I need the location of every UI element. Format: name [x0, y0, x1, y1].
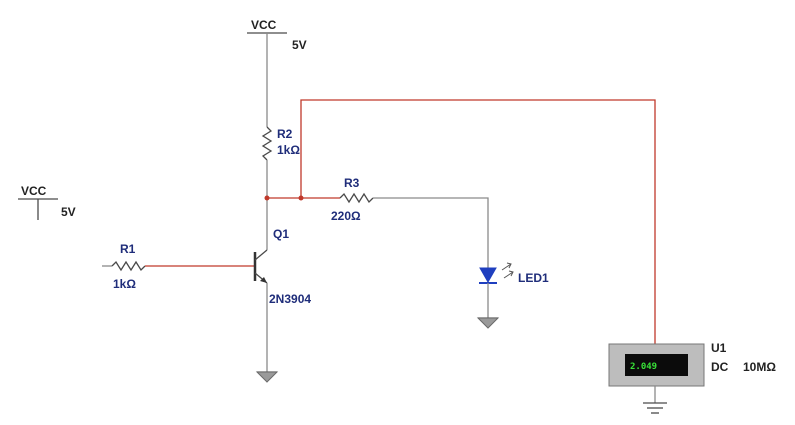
ground-emitter	[255, 371, 279, 383]
r1-name: R1	[120, 242, 136, 256]
collector-node-wires	[264, 99, 656, 348]
vcc-left-label: VCC	[21, 184, 47, 198]
ground-led	[476, 317, 500, 329]
r1-value: 1kΩ	[113, 277, 136, 291]
q1-name: Q1	[273, 227, 289, 241]
multimeter-u1: 2.049 U1 DC 10MΩ	[608, 341, 776, 403]
vcc-top-value: 5V	[292, 38, 307, 52]
meter-reading: 2.049	[630, 362, 657, 372]
vcc-top-label: VCC	[251, 18, 277, 32]
led-led1: LED1	[479, 262, 549, 318]
r3-name: R3	[344, 176, 360, 190]
r3-value: 220Ω	[331, 209, 361, 223]
led1-name: LED1	[518, 271, 549, 285]
q1-model: 2N3904	[269, 292, 311, 306]
ground-meter	[643, 402, 667, 414]
junction-dot	[264, 195, 270, 201]
r2-name: R2	[277, 127, 293, 141]
meter-body	[608, 343, 705, 387]
vcc-top-source: VCC 5V	[247, 18, 307, 127]
meter-display	[625, 354, 688, 376]
u1-mode: DC	[711, 360, 729, 374]
u1-impedance: 10MΩ	[743, 360, 776, 374]
vcc-left-source: VCC 5V	[18, 184, 76, 220]
u1-name: U1	[711, 341, 727, 355]
r2-value: 1kΩ	[277, 143, 300, 157]
resistor-r2: R2 1kΩ	[261, 126, 300, 198]
transistor-q1: Q1 2N3904	[253, 227, 311, 372]
resistor-r3: R3 220Ω	[331, 176, 489, 268]
resistor-r1: R1 1kΩ	[102, 242, 254, 291]
vcc-left-value: 5V	[61, 205, 76, 219]
